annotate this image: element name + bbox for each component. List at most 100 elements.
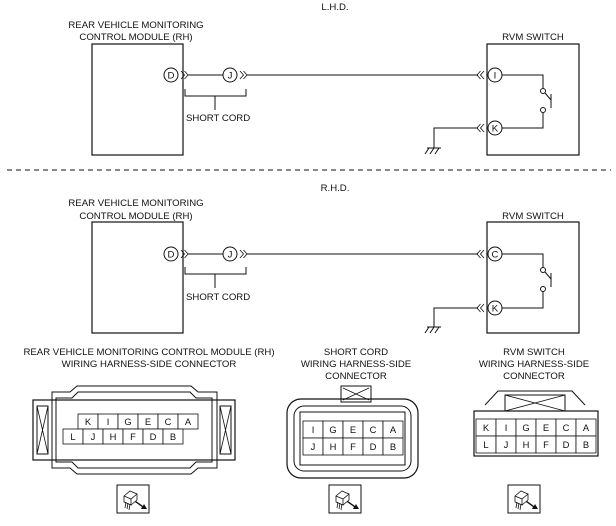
connector-pin-label: G	[522, 422, 529, 433]
lhd-module-label-line1: REAR VEHICLE MONITORING	[68, 20, 203, 31]
connector-cavity	[382, 437, 404, 456]
connector-cavity	[162, 428, 184, 445]
lhd-cord-pin-label: J	[228, 71, 233, 82]
connector-pin-label: I	[312, 424, 315, 435]
module-connector-view: REAR VEHICLE MONITORING CONTROL MODULE (…	[23, 347, 275, 514]
rhd-cord-pin-label: J	[228, 250, 233, 261]
rhd-switch-pin-bottom-label: K	[492, 304, 499, 315]
connector-pin-label: F	[350, 441, 356, 452]
connector-pin-label: E	[543, 422, 549, 433]
short-cord-connector-title-line3: CONNECTOR	[325, 371, 387, 382]
lhd-module-pin-label: D	[168, 71, 175, 82]
connector-pin-label: C	[563, 422, 570, 433]
switch-connector-housing	[473, 390, 599, 457]
short-cord-connector-view: SHORT CORD WIRING HARNESS-SIDE CONNECTOR…	[286, 347, 419, 514]
connector-pin-label: B	[390, 441, 396, 452]
lhd-switch-bottom-chevron-icon	[476, 123, 485, 133]
lhd-rvm-switch-box	[486, 43, 580, 156]
rhd-switch-pin-top-label: C	[492, 250, 499, 261]
connector-pin-label: D	[563, 439, 570, 450]
connector-cavity	[575, 435, 597, 454]
short-cord-connector-housing	[286, 385, 419, 479]
connector-pin-label: E	[350, 424, 356, 435]
lhd-short-cord-bracket	[184, 89, 247, 110]
rhd-ground-icon	[424, 326, 442, 334]
lhd-switch-pin-bottom-label: K	[492, 124, 499, 135]
lhd-short-cord-label: SHORT CORD	[186, 113, 250, 124]
connector-pin-label: J	[504, 439, 509, 450]
lhd-module-label-line2: CONTROL MODULE (RH)	[79, 32, 192, 43]
connector-pin-label: A	[185, 416, 192, 427]
module-connector-view-direction-icon	[116, 484, 150, 514]
connector-pin-label: I	[107, 416, 110, 427]
rhd-module-pin-circle	[163, 246, 179, 262]
connector-pin-label: H	[110, 431, 117, 442]
switch-connector-cavities: K I G E C A L J H F D B	[475, 418, 597, 454]
lhd-switch-pin-top-label: I	[494, 71, 497, 82]
connector-pin-label: G	[124, 416, 131, 427]
short-cord-connector-cavities: I G E C A J H F D B	[302, 420, 404, 456]
rhd-module-label-line1: REAR VEHICLE MONITORING	[68, 198, 203, 209]
module-connector-title-line1: REAR VEHICLE MONITORING CONTROL MODULE (…	[23, 347, 274, 358]
module-connector-housing	[32, 385, 236, 475]
connector-cavity	[177, 413, 199, 430]
lhd-cord-pin-circle	[222, 67, 238, 83]
rhd-short-cord-bracket	[184, 267, 247, 288]
rhd-rvm-switch-box	[486, 221, 580, 334]
connector-pin-label: E	[145, 416, 151, 427]
rhd-module-pin-label: D	[168, 250, 175, 261]
lhd-module-pin-circle	[163, 67, 179, 83]
switch-connector-title-line3: CONNECTOR	[503, 371, 565, 382]
switch-connector-title-line2: WIRING HARNESS-SIDE	[479, 359, 589, 370]
lhd-ground-icon	[424, 147, 442, 155]
connector-pin-label: H	[523, 439, 530, 450]
connector-pin-label: B	[170, 431, 176, 442]
short-cord-connector-title-line1: SHORT CORD	[324, 347, 388, 358]
lhd-section: L.H.D. REAR VEHICLE MONITORING CONTROL M…	[68, 2, 580, 156]
module-connector-cavities: K I G E C A L J H F D B	[62, 413, 199, 445]
lhd-switch-label: RVM SWITCH	[502, 32, 564, 43]
connector-pin-label: I	[505, 422, 508, 433]
connector-pin-label: G	[329, 424, 336, 435]
connector-pin-label: C	[165, 416, 172, 427]
connector-pin-label: J	[91, 431, 96, 442]
lhd-cord-chevron-icon	[239, 70, 248, 80]
rhd-title: R.H.D.	[321, 183, 350, 194]
connector-pin-label: L	[483, 439, 488, 450]
rhd-switch-label: RVM SWITCH	[502, 211, 564, 222]
connector-pin-label: C	[370, 424, 377, 435]
connector-pin-label: F	[130, 431, 136, 442]
rhd-ground-wire	[433, 307, 478, 327]
rhd-switch-bottom-chevron-icon	[476, 303, 485, 313]
connector-pin-label: K	[483, 422, 490, 433]
connector-pin-label: K	[85, 416, 92, 427]
connector-pin-label: D	[370, 441, 377, 452]
rhd-module-label-line2: CONTROL MODULE (RH)	[79, 211, 192, 222]
rhd-cord-chevron-icon	[239, 249, 248, 259]
short-cord-connector-view-direction-icon	[328, 484, 362, 514]
rhd-section: R.H.D. REAR VEHICLE MONITORING CONTROL M…	[68, 183, 580, 334]
switch-connector-view: RVM SWITCH WIRING HARNESS-SIDE CONNECTOR…	[473, 347, 599, 514]
module-connector-title-line2: WIRING HARNESS-SIDE CONNECTOR	[62, 359, 237, 370]
connector-pin-label: J	[311, 441, 316, 452]
connector-pin-label: H	[330, 441, 337, 452]
switch-connector-title-line1: RVM SWITCH	[503, 347, 565, 358]
switch-connector-view-direction-icon	[507, 484, 541, 514]
lhd-title: L.H.D.	[321, 2, 348, 13]
lhd-switch-top-chevron-icon	[476, 70, 485, 80]
rhd-cord-pin-circle	[222, 246, 238, 262]
short-cord-connector-title-line2: WIRING HARNESS-SIDE	[301, 359, 411, 370]
connector-pin-label: A	[583, 422, 590, 433]
connector-pin-label: F	[543, 439, 549, 450]
rhd-switch-top-chevron-icon	[476, 249, 485, 259]
connector-pin-label: D	[150, 431, 157, 442]
connector-pin-label: B	[583, 439, 589, 450]
lhd-ground-wire	[433, 127, 478, 148]
lhd-control-module-box	[91, 43, 184, 156]
rhd-control-module-box	[91, 221, 184, 334]
lhd-switch-contact-icon	[502, 74, 552, 129]
rhd-short-cord-label: SHORT CORD	[186, 292, 250, 303]
connector-pin-label: A	[390, 424, 397, 435]
connector-pin-label: L	[70, 431, 75, 442]
